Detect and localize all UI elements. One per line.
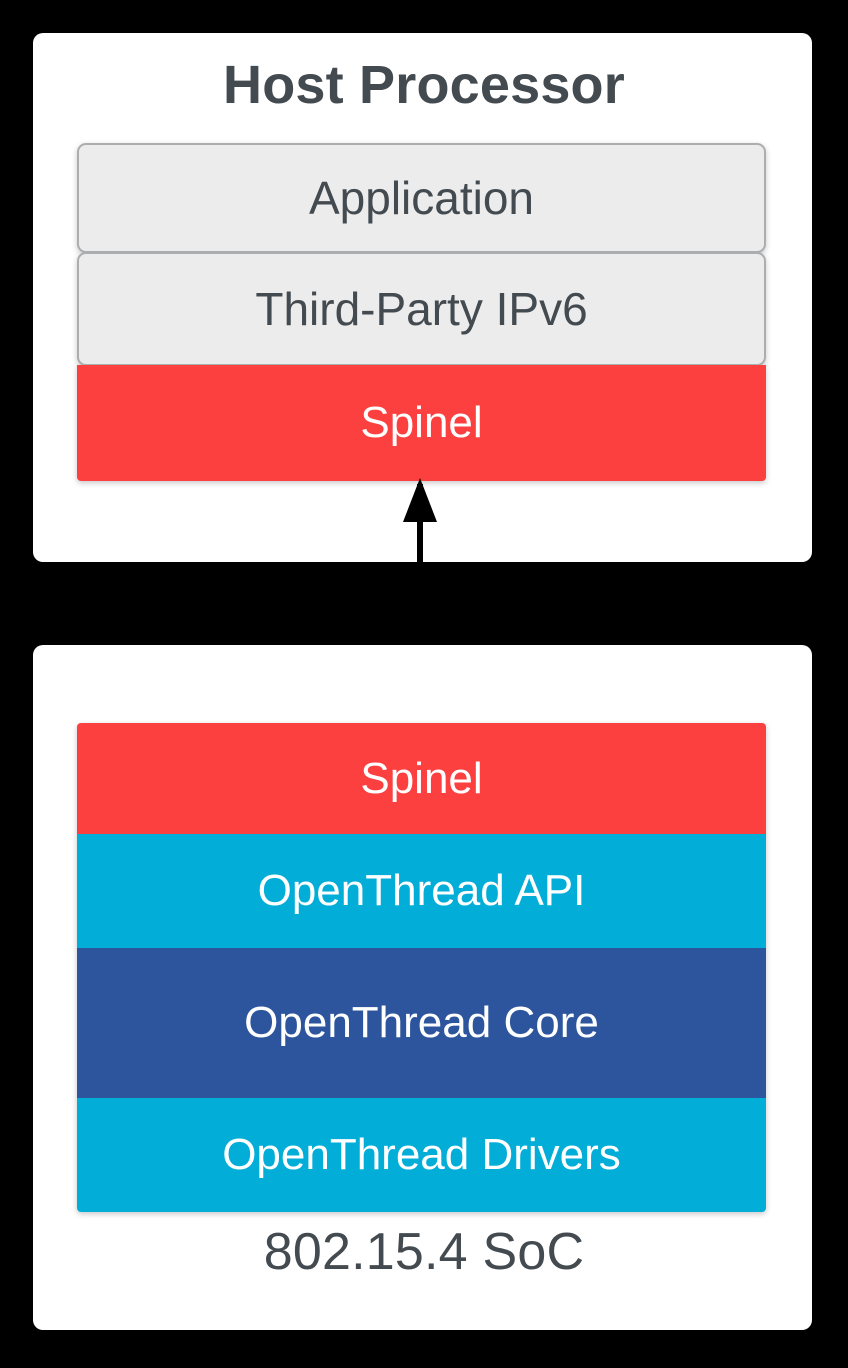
layer-application-label: Application (308, 172, 535, 224)
layer-spinel-host-label: Spinel (360, 398, 483, 447)
layer-third-party-ipv6[interactable]: Third-Party IPv6 (77, 252, 766, 366)
soc-title: 802.15.4 SoC (263, 1223, 585, 1281)
layer-spinel-host[interactable]: Spinel (77, 365, 766, 481)
layer-spinel-soc-label: Spinel (360, 753, 483, 803)
layer-openthread-api-label: OpenThread API (257, 866, 586, 915)
layer-openthread-drivers[interactable]: OpenThread Drivers (77, 1098, 766, 1212)
layer-spinel-soc[interactable]: Spinel (77, 723, 766, 834)
layer-application[interactable]: Application (77, 143, 766, 253)
layer-third-party-ipv6-label: Third-Party IPv6 (255, 283, 588, 335)
host-processor-layer-stack: Application Third-Party IPv6 Spinel (77, 143, 766, 481)
layer-openthread-core[interactable]: OpenThread Core (77, 948, 766, 1098)
soc-layer-stack: Spinel OpenThread API OpenThread Core Op… (77, 723, 766, 1212)
layer-openthread-api[interactable]: OpenThread API (77, 834, 766, 948)
host-processor-title: Host Processor (223, 55, 625, 115)
layer-openthread-drivers-label: OpenThread Drivers (222, 1130, 621, 1179)
layer-openthread-core-label: OpenThread Core (244, 998, 599, 1047)
